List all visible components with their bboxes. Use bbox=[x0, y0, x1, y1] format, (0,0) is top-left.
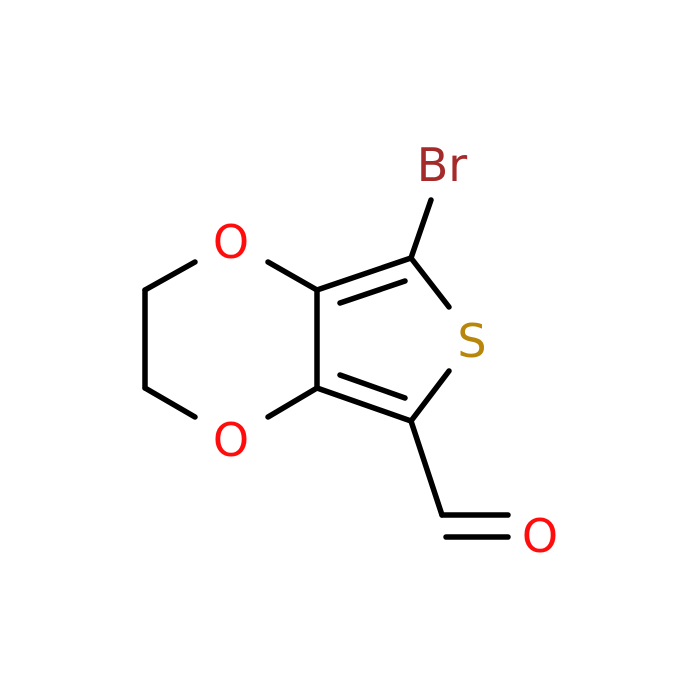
atom-label-sulfur: S bbox=[457, 314, 486, 368]
bond-s-ccho bbox=[408, 368, 452, 424]
bond-cbr-s bbox=[408, 255, 452, 310]
bond-o-top-c bbox=[265, 259, 320, 293]
bond-c-br bbox=[408, 197, 434, 261]
bond-c-cho bbox=[408, 418, 445, 518]
atom-label-oxygen-aldehyde: O bbox=[522, 509, 558, 563]
bond-c-cbr-double bbox=[337, 278, 408, 306]
bond-ch2-o-bottom bbox=[142, 385, 198, 420]
bond-ch2-o-top bbox=[142, 259, 198, 293]
bond-ccho-c bbox=[314, 385, 414, 424]
bond-c-cbr bbox=[314, 255, 414, 293]
atom-label-bromine: Br bbox=[417, 138, 468, 192]
atom-label-oxygen-bottom: O bbox=[213, 413, 249, 467]
bond-ccho-c-double bbox=[337, 372, 408, 401]
atom-label-oxygen-top: O bbox=[213, 215, 249, 269]
bond-o-bottom-c bbox=[265, 385, 320, 420]
